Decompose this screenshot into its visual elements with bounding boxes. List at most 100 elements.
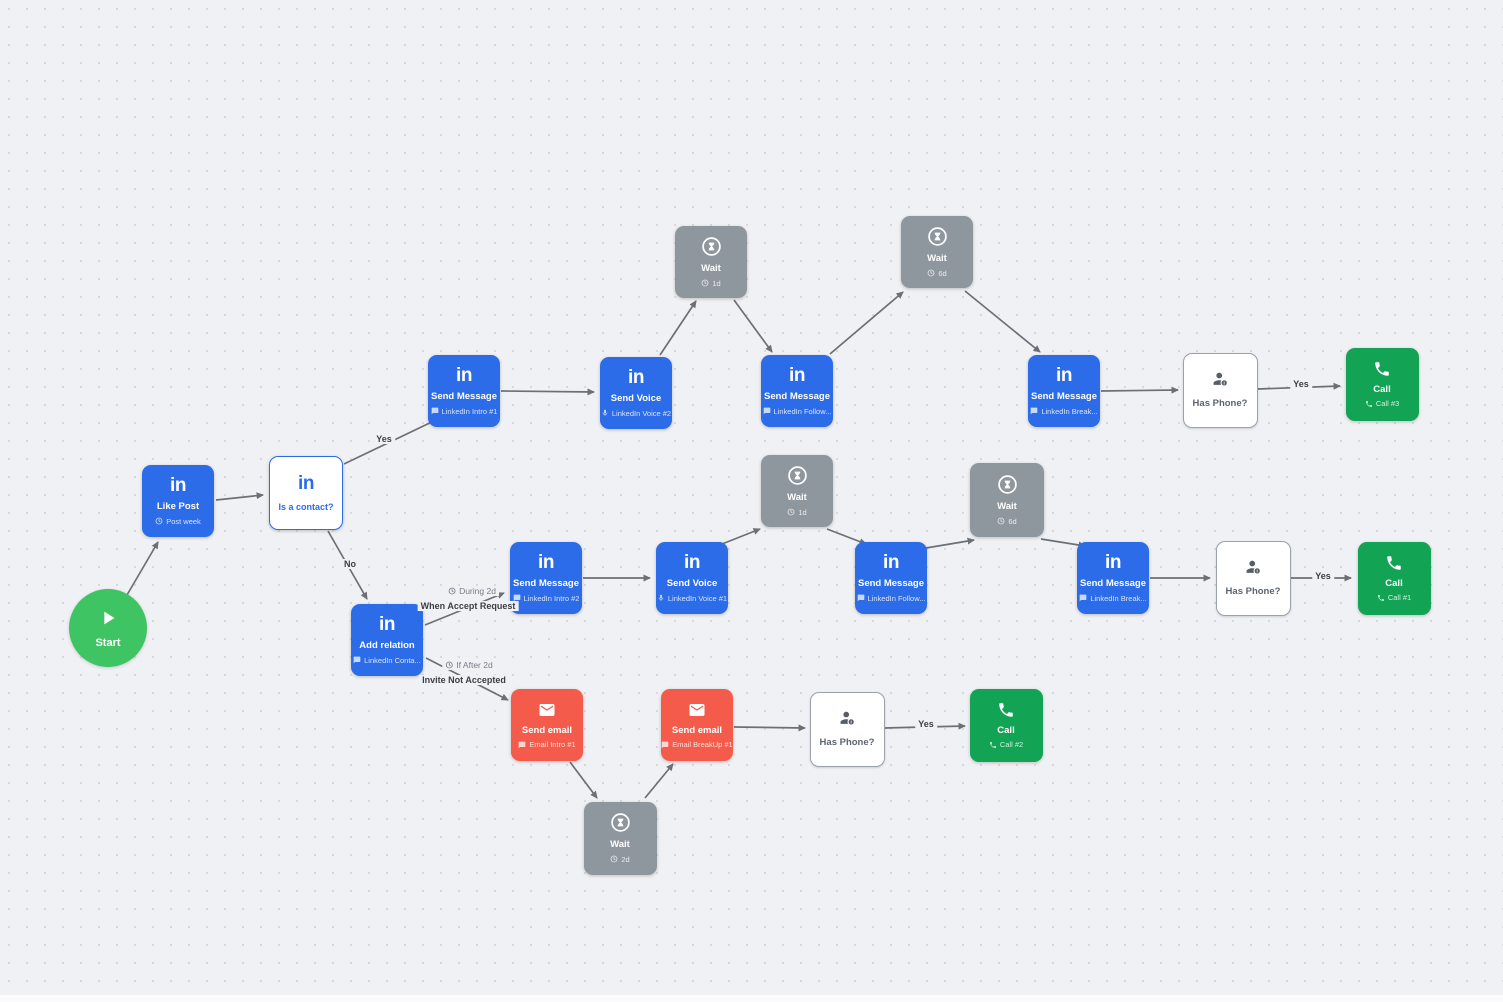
edge-19 [826, 528, 867, 545]
edge-3 [500, 388, 595, 396]
node-subtitle: LinkedIn Intro #1 [431, 406, 498, 416]
node-title: Add relation [359, 640, 415, 652]
edge-16 [884, 722, 966, 730]
linkedin-icon: in [538, 552, 554, 574]
node-subtitle: Call #1 [1377, 593, 1411, 602]
edge-4 [659, 300, 697, 356]
linkedin-icon: in [883, 552, 899, 574]
node-title: Send Message [858, 578, 924, 590]
node-subtitle-text: 6d [938, 268, 947, 278]
edge-1 [215, 492, 264, 501]
wait-icon [610, 813, 630, 832]
node-subtitle-text: LinkedIn Intro #1 [441, 406, 498, 416]
person-icon: i [1213, 372, 1228, 387]
person-icon: i [840, 711, 855, 726]
node-title: Wait [927, 253, 947, 265]
node-subtitle-text: 1d [712, 278, 721, 288]
node-title: Wait [701, 263, 721, 275]
node-title: Like Post [156, 501, 200, 513]
node-wait-6d-top[interactable]: Wait 6d [901, 216, 973, 288]
node-subtitle: Call #2 [989, 740, 1023, 749]
node-subtitle: LinkedIn Intro #2 [513, 593, 580, 603]
chat-icon [1031, 408, 1038, 415]
node-subtitle: Email Intro #1 [518, 740, 576, 750]
node-subtitle-text: LinkedIn Voice #1 [667, 593, 728, 603]
edge-2 [343, 418, 439, 465]
node-subtitle-text: Call #2 [999, 740, 1024, 750]
clock-icon [155, 518, 163, 525]
node-subtitle: Email BreakUp #1 [661, 740, 733, 749]
envelope-icon [689, 703, 705, 716]
node-start[interactable]: Start [69, 589, 147, 667]
edge-0 [126, 541, 159, 596]
node-subtitle: LinkedIn Voice #1 [657, 594, 727, 603]
node-subtitle-text: 6d [1008, 516, 1017, 526]
phone-icon [1365, 400, 1372, 407]
chat-icon [353, 657, 361, 664]
node-subtitle-text: Email Intro #1 [529, 740, 576, 750]
node-title: Send Message [513, 578, 579, 590]
person-icon: i [1246, 560, 1261, 575]
clock-icon [701, 280, 709, 287]
node-subtitle: LinkedIn Follow... [857, 594, 925, 603]
mic-icon [658, 595, 664, 602]
node-subtitle: 2d [610, 855, 630, 864]
node-subtitle: 1d [701, 278, 721, 288]
node-title: Send Message [431, 391, 497, 403]
linkedin-icon: in [170, 475, 186, 497]
clock-icon [787, 509, 795, 516]
edge-20 [919, 537, 975, 550]
node-subtitle: 6d [927, 268, 947, 278]
node-title: Wait [787, 492, 807, 504]
node-subtitle-text: LinkedIn Break... [1090, 593, 1147, 603]
linkedin-icon: in [298, 472, 314, 494]
node-subtitle-text: 1d [798, 507, 807, 517]
node-subtitle-text: LinkedIn Intro #2 [523, 593, 580, 603]
play-icon [104, 611, 115, 625]
node-wait-1d-top[interactable]: Wait 1d [675, 226, 747, 298]
linkedin-icon: in [684, 552, 700, 574]
chat-icon [513, 595, 520, 602]
node-wait-1d-mid[interactable]: Wait 1d [761, 455, 833, 527]
node-subtitle-text: LinkedIn Conta... [364, 655, 421, 665]
node-subtitle-text: Call #1 [1387, 593, 1412, 603]
node-title: Has Phone? [819, 737, 875, 749]
node-subtitle: 6d [997, 516, 1017, 526]
edge-7 [964, 290, 1041, 353]
svg-text:i: i [1257, 569, 1258, 574]
phone-icon [1375, 361, 1389, 376]
node-title: Send Voice [610, 393, 662, 405]
wait-icon [787, 466, 807, 485]
clock-icon [997, 518, 1005, 525]
node-title: Send Message [1031, 391, 1097, 403]
phone-icon [1377, 594, 1384, 601]
edge-18 [721, 528, 761, 545]
edge-9 [1257, 382, 1341, 390]
wait-icon [927, 227, 947, 246]
node-subtitle: LinkedIn Follow... [763, 407, 831, 416]
